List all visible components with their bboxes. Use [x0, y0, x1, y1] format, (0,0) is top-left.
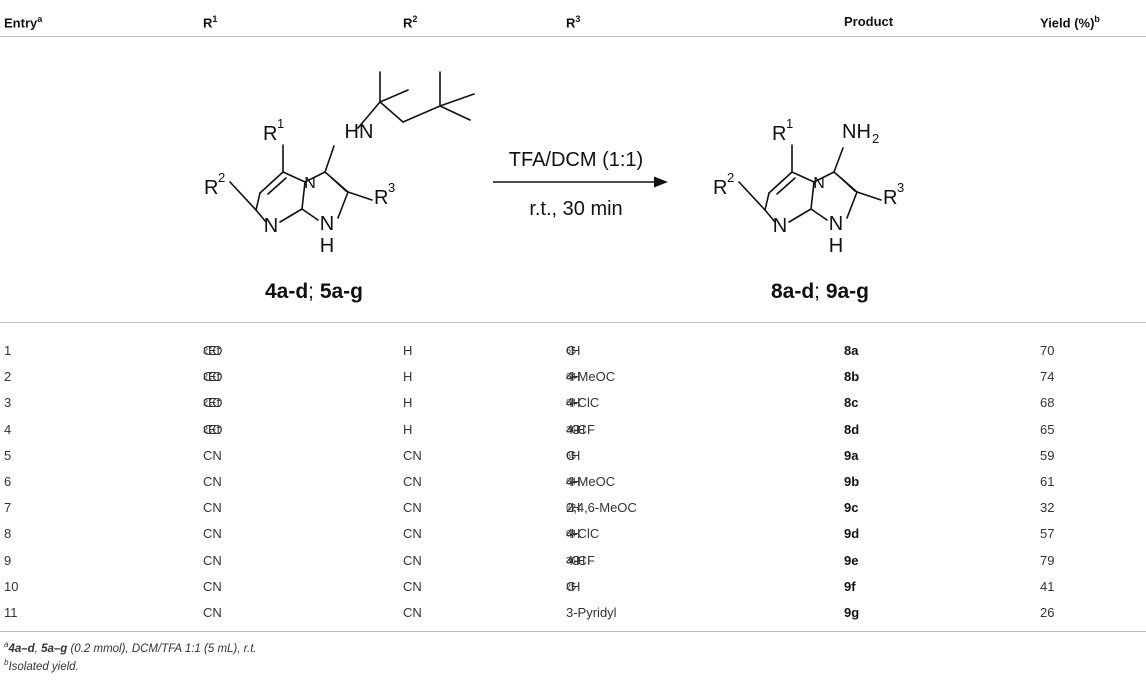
footnote-a: a4a–d, 5a–g (0.2 mmol), DCM/TFA 1:1 (5 m…	[4, 640, 257, 655]
product-nh-h: H	[829, 235, 843, 257]
scheme-rule	[0, 322, 1146, 323]
product-compound-label: 8a-d; 9a-g	[771, 280, 869, 303]
bottom-rule	[0, 631, 1146, 632]
header-entry: Entrya	[4, 14, 43, 31]
product-bridge-n: N	[813, 175, 825, 192]
reactant-r1-sup: 1	[277, 116, 284, 131]
product-r3-letter: R	[883, 187, 897, 209]
reactant-r2-letter: R	[204, 177, 218, 199]
product-ring-n: N	[773, 215, 787, 237]
header-rule	[0, 36, 1146, 37]
product-r1-sup: 1	[786, 116, 793, 131]
reactant-r3-sup: 3	[388, 180, 395, 195]
conditions-label: r.t., 30 min	[529, 198, 622, 220]
header-r3: R3	[566, 14, 581, 31]
product-bonds	[738, 144, 882, 223]
reactant-compound-label: 4a-d; 5a-g	[265, 280, 363, 303]
product-r3-sup: 3	[897, 180, 904, 195]
reaction-arrowhead	[654, 176, 668, 188]
product-nh-n: N	[829, 213, 843, 235]
product-r2-letter: R	[713, 177, 727, 199]
product-r1-letter: R	[772, 123, 786, 145]
reactant-ring-n: N	[264, 215, 278, 237]
header-yield: Yield (%)b	[1040, 14, 1100, 31]
header-product: Product	[844, 14, 894, 29]
reagent-label: TFA/DCM (1:1)	[509, 149, 643, 171]
reactant-bridge-n: N	[304, 175, 316, 192]
footnote-b: bIsolated yield.	[4, 658, 79, 673]
product-nh2: NH	[842, 121, 871, 143]
product-nh2-sub: 2	[872, 131, 879, 146]
header-r2: R2	[403, 14, 418, 31]
reactant-nh-n: N	[320, 213, 334, 235]
reaction-scheme: HN R 1 R 2 R 3 N N N H TFA/DCM (1:1) r.t…	[204, 71, 904, 303]
reactant-r2-sup: 2	[218, 170, 225, 185]
reactant-hn: HN	[345, 121, 374, 143]
reactant-r1-letter: R	[263, 123, 277, 145]
reactant-r3-letter: R	[374, 187, 388, 209]
reactant-nh-h: H	[320, 235, 334, 257]
product-r2-sup: 2	[727, 170, 734, 185]
header-r1: R1	[203, 14, 218, 31]
reactant-bonds	[229, 71, 475, 223]
